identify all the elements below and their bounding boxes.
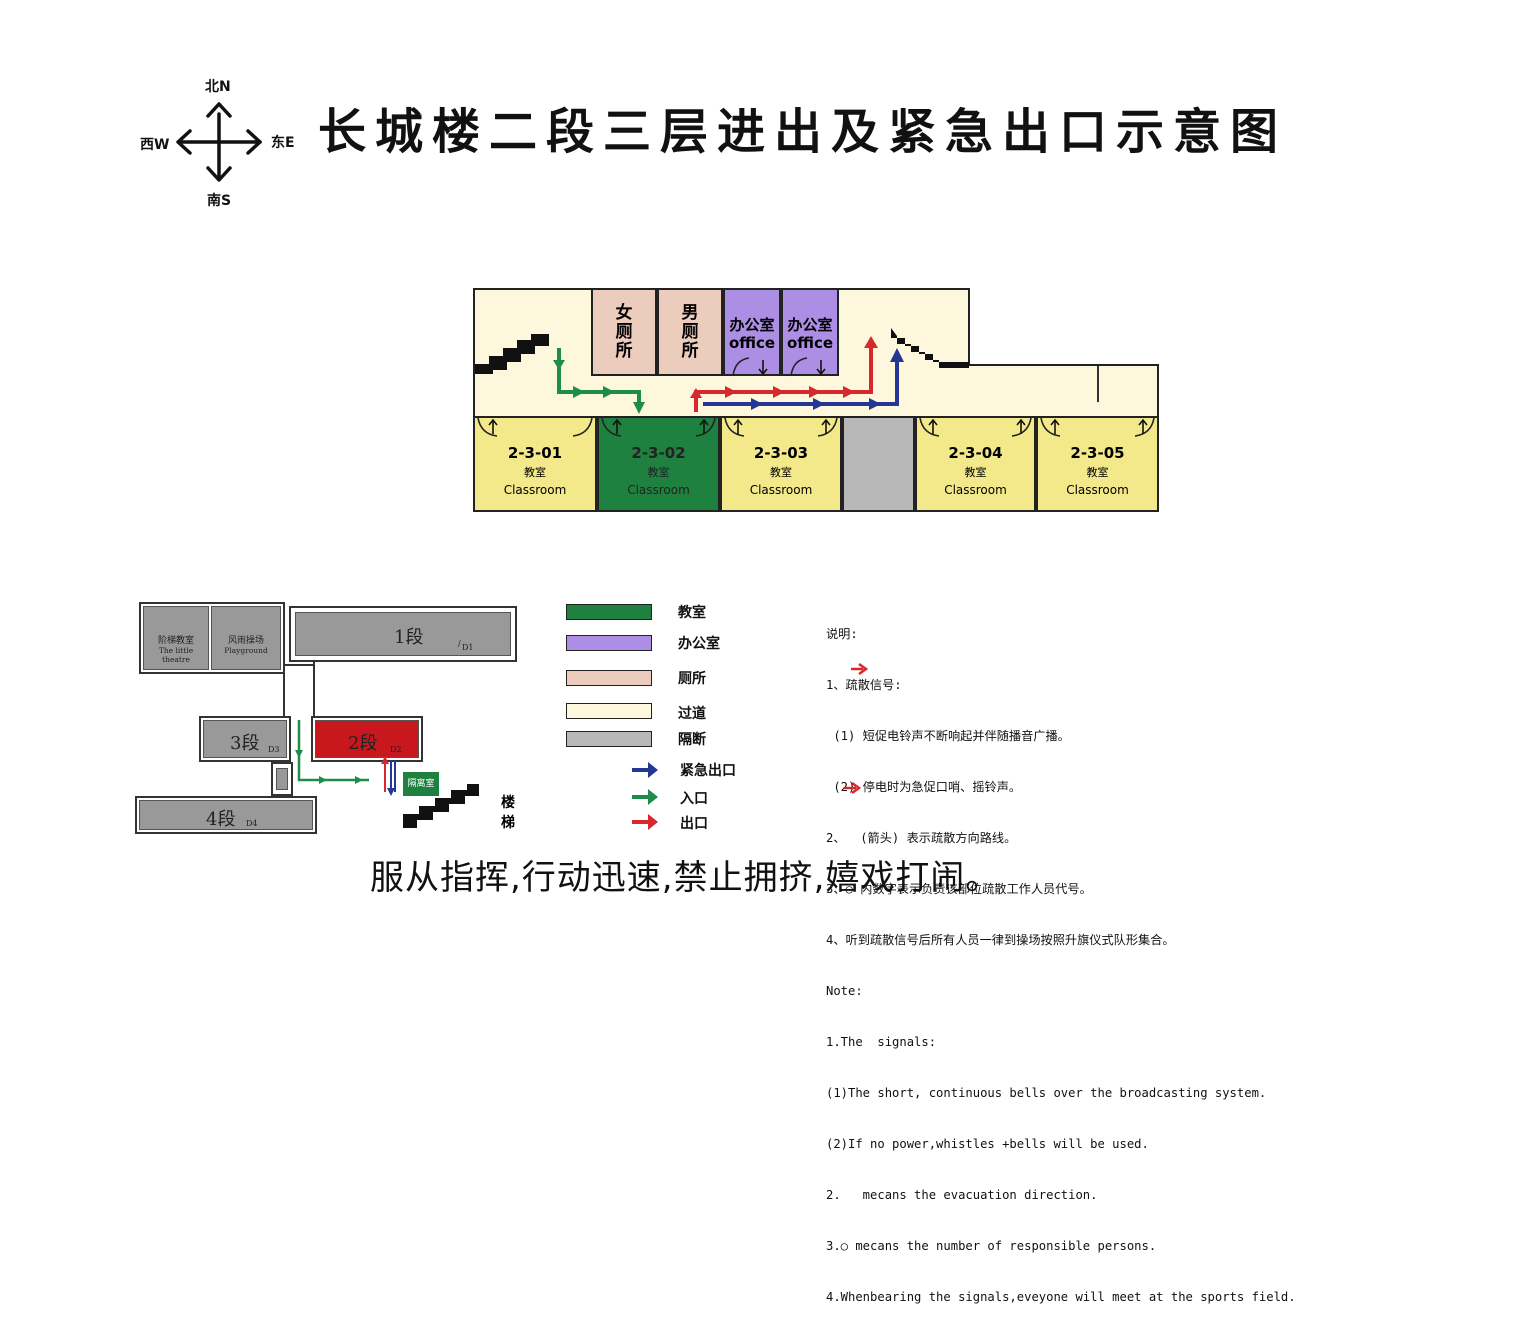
note-line: 1、疏散信号: [826,678,902,692]
note-line: 3、○ 内数字表示负责该部位疏散工作人员代号。 [826,882,1092,896]
page-title: 长城楼二段三层进出及紧急出口示意图 [318,104,1288,160]
compass-east: 东E [271,135,295,151]
isolation-room: 隔离室 [403,772,439,796]
legend-label: 紧急出口 [680,763,736,779]
compass: 北N 南S 西W 东E [140,74,300,209]
note-line: (2) 停电时为急促口哨、摇铃声。 [826,780,1022,794]
note-red-arrow-icon [851,663,869,675]
theatre: 阶梯教室 The little theatre [143,606,209,670]
campus-map: 阶梯教室 The little theatre 风雨操场 Playground … [133,600,523,836]
note-line: 2、 (箭头) 表示疏散方向路线。 [826,831,1017,845]
stairs-label: 楼梯 [501,795,515,831]
note-line: 3.○ mecans the number of responsible per… [826,1239,1157,1253]
classroom-2-3-05: 2-3-05 教室 Classroom [1036,416,1159,512]
notes: 说明: 1、疏散信号: (1) 短促电铃声不断响起并伴随播音广播。 (2) 停电… [826,592,1296,1323]
note-line: 1.The signals: [826,1035,937,1049]
compass-south: 南S [207,193,232,209]
entry-route-arrow [557,348,641,406]
stairs-icon [403,784,479,828]
note-red-arrow-icon [844,782,862,794]
legend-label: 办公室 [678,636,720,652]
legend: 教室 办公室 厕所 过道 隔断 紧急出口 入口 出口 [566,600,766,836]
segment-1: 1段 / D1 [295,612,511,656]
exit-route-arrow [694,344,873,412]
segment-2: 2段 D2 [315,720,419,758]
legend-label: 厕所 [678,671,706,687]
legend-swatch-classroom [566,604,652,620]
door-arcs-icon [477,357,1155,437]
segment-3: 3段 D3 [203,720,287,758]
note-line: 4、听到疏散信号后所有人员一律到操场按照升旗仪式队形集合。 [826,933,1175,947]
partition [842,416,915,512]
note-line: 4.Whenbearing the signals,eveyone will m… [826,1290,1296,1304]
stairs-east-icon [891,328,969,368]
classroom-2-3-04: 2-3-04 教室 Classroom [915,416,1036,512]
classroom-2-3-01: 2-3-01 教室 Classroom [473,416,597,512]
compass-north: 北N [205,79,231,95]
segment-4: 4段 D4 [139,800,313,830]
note-line: (2)If no power,whistles +bells will be u… [826,1137,1149,1151]
campus-routes [295,720,479,828]
note-line: (1) 短促电铃声不断响起并伴随播音广播。 [826,729,1070,743]
legend-swatch-partition [566,731,652,747]
note-line: (1)The short, continuous bells over the … [826,1086,1267,1100]
note-line: Note: [826,984,863,998]
legend-label: 隔断 [678,732,706,748]
stairs-west-icon [475,334,549,374]
emergency-route-arrow [703,358,899,406]
legend-label: 入口 [680,791,708,807]
legend-arrows-icon [632,762,658,830]
footer-slogan: 服从指挥,行动迅速,禁止拥挤,嬉戏打闹。 [370,858,1001,898]
toilet-female: 女厕所 [591,288,657,376]
evacuation-routes [475,328,1155,437]
playground: 风雨操场 Playground [211,606,281,670]
note-line: 2. mecans the evacuation direction. [826,1188,1098,1202]
legend-swatch-toilet [566,670,652,686]
toilet-male: 男厕所 [657,288,723,376]
legend-label: 教室 [678,605,706,621]
classroom-2-3-03: 2-3-03 教室 Classroom [720,416,842,512]
compass-arrows-icon [176,102,262,182]
door-direction-arrows-icon [488,360,1148,434]
legend-swatch-office [566,635,652,651]
legend-swatch-corridor [566,703,652,719]
note-line: 说明: [826,627,858,641]
compass-west: 西W [140,137,170,153]
legend-label: 出口 [680,816,708,832]
legend-label: 过道 [678,706,706,722]
